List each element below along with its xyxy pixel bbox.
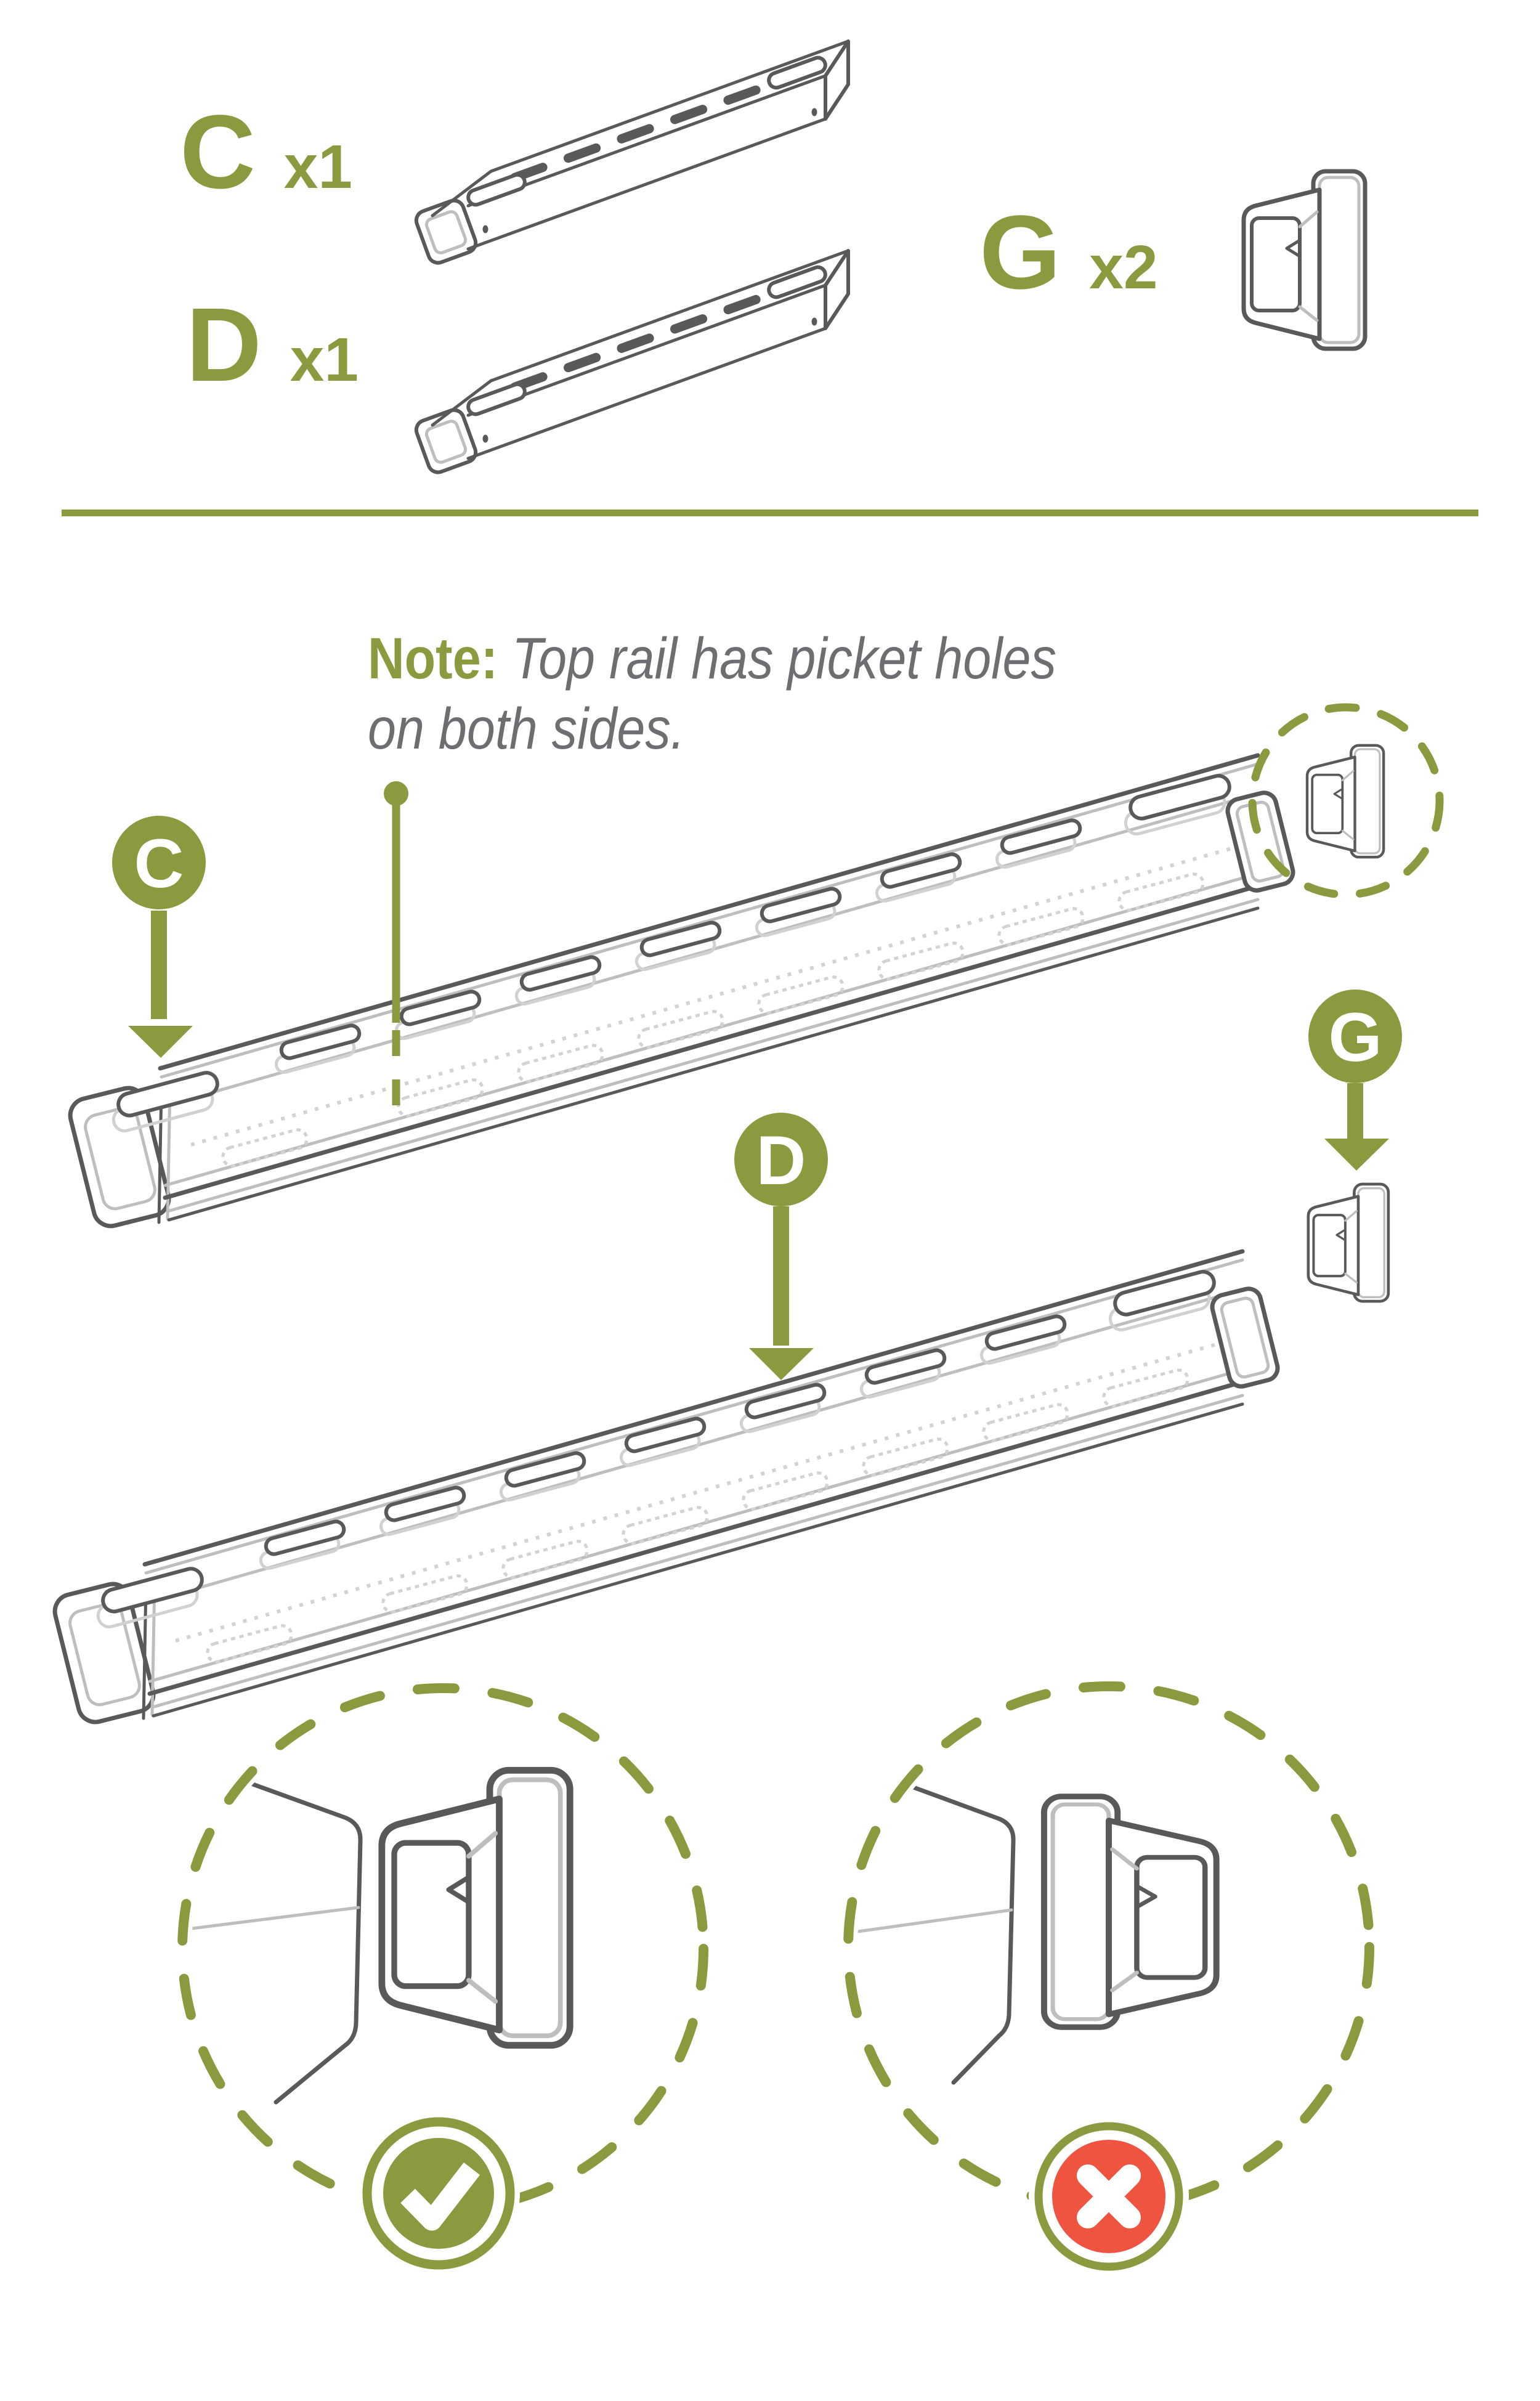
part-g-cap-illustration xyxy=(1244,171,1365,349)
badge-d-letter: D xyxy=(756,1122,806,1199)
cross-icon xyxy=(1077,2164,1141,2228)
part-c-letter: C xyxy=(180,94,256,211)
cap-correct-orientation-illustration xyxy=(382,1770,570,2045)
part-d-letter: D xyxy=(186,286,262,404)
section-divider xyxy=(62,510,1478,516)
note-text: Note: Top rail has picket holes on both … xyxy=(368,624,1056,764)
note-line-2: on both sides. xyxy=(368,694,1056,764)
arrow-down-icon xyxy=(749,1206,814,1380)
cross-badge xyxy=(1029,2116,1189,2277)
part-g-letter: G xyxy=(979,194,1061,311)
note-body-line1: Top rail has picket holes xyxy=(512,626,1056,691)
note-prefix: Note: xyxy=(368,626,498,691)
cap-on-rail-c-illustration xyxy=(1307,745,1384,857)
rail-d-illustration xyxy=(51,1251,1280,1726)
cap-detail-highlight-circle xyxy=(1248,703,1444,899)
part-d-rail-illustration xyxy=(413,251,848,475)
check-badge xyxy=(357,2112,520,2275)
part-g-qty: x2 xyxy=(1089,233,1158,302)
correct-example xyxy=(177,1683,708,2275)
note-leader-line xyxy=(384,781,408,1114)
part-c-rail-illustration xyxy=(413,41,848,266)
incorrect-example xyxy=(843,1681,1374,2277)
rail-c-illustration xyxy=(67,755,1295,1230)
part-c-qty: x1 xyxy=(283,132,353,201)
check-icon xyxy=(400,2162,480,2231)
arrow-down-icon xyxy=(1324,1083,1389,1171)
part-d-qty: x1 xyxy=(290,325,359,394)
arrow-down-icon xyxy=(128,911,193,1058)
badge-d: D xyxy=(734,1113,828,1380)
badge-c: C xyxy=(112,816,206,1058)
badge-c-letter: C xyxy=(134,825,184,902)
rail-end-stub xyxy=(192,1762,363,2105)
note-line-1: Note: Top rail has picket holes xyxy=(368,624,1056,694)
badge-g: G xyxy=(1308,989,1402,1171)
cap-incorrect-orientation-illustration xyxy=(1044,1797,1217,2027)
badge-g-letter: G xyxy=(1328,999,1382,1076)
rail-end-stub xyxy=(857,1767,1016,2085)
note-body-line2: on both sides. xyxy=(368,696,685,762)
cap-for-rail-d-illustration xyxy=(1308,1184,1388,1301)
